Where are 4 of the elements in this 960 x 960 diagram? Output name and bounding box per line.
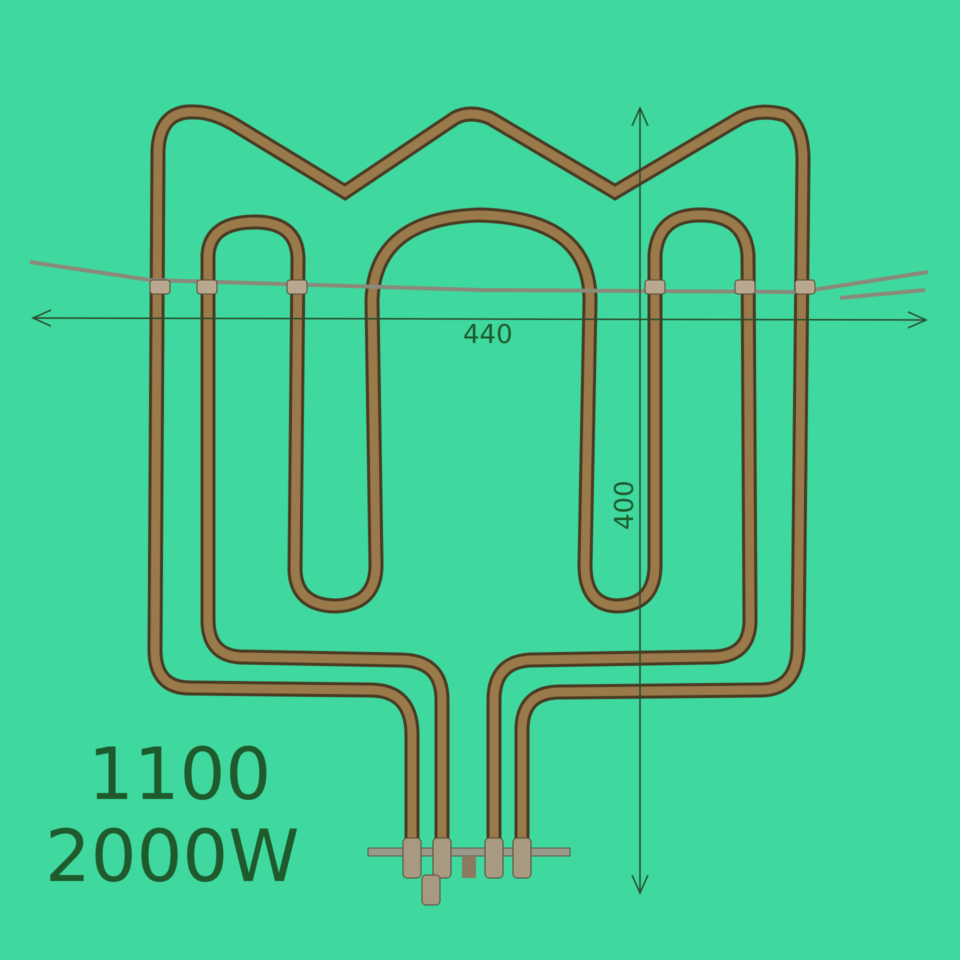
power-rating: 2000W: [45, 820, 300, 892]
dimension-label: 440: [463, 322, 513, 348]
power-rating: 1100: [88, 738, 272, 810]
dimension-label: 400: [612, 480, 638, 530]
